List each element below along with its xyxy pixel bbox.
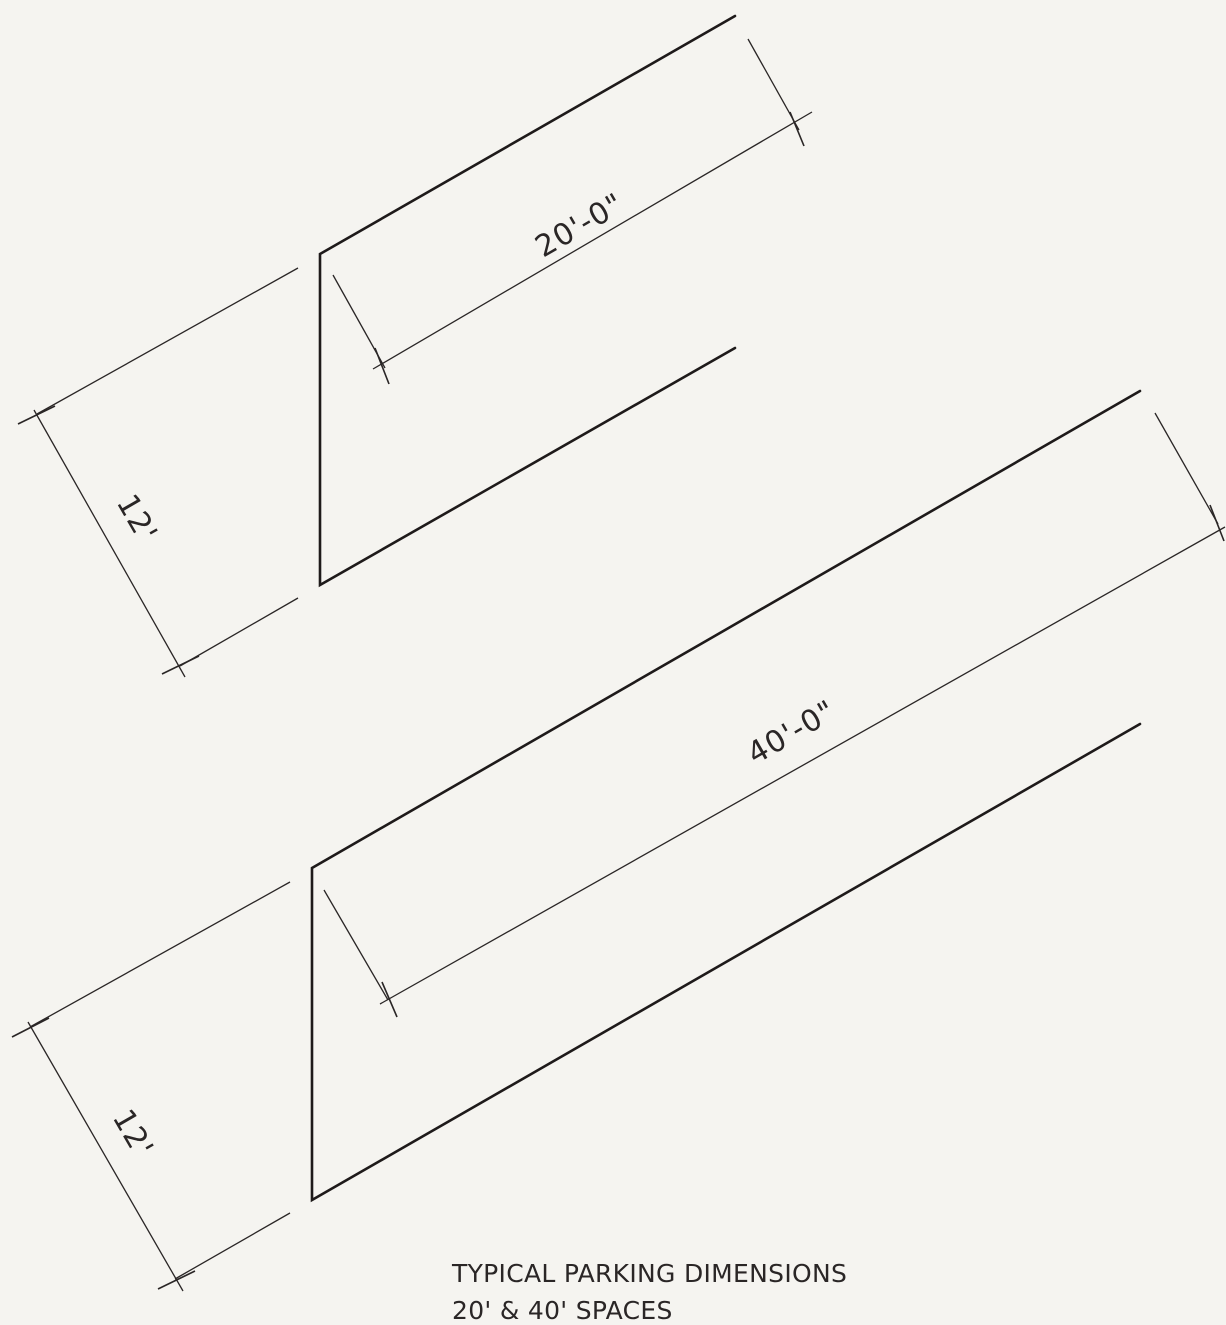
- dim-20-width-tick-bottom: [161, 655, 200, 675]
- stall-20-outline: [318, 14, 737, 588]
- dim-40-length-label: 40'-0": [742, 694, 843, 772]
- dim-40-width-line: [27, 1021, 184, 1292]
- dim-20-length-label: 20'-0": [530, 187, 631, 265]
- stall-20ft: 20'-0" 12': [17, 14, 813, 678]
- caption-subtitle: 20' & 40' SPACES: [452, 1296, 673, 1325]
- dim-40-width-tick-top: [11, 1017, 50, 1038]
- dim-40-width-tick-bottom: [157, 1270, 196, 1290]
- dim-40-extension-b: [1154, 412, 1219, 525]
- dim-20-tick-a: [374, 347, 390, 385]
- dim-20-tick-b: [789, 111, 805, 147]
- dim-40-width-label: 12': [105, 1104, 160, 1164]
- dim-20-width-label: 12': [109, 489, 164, 549]
- dim-40-width-ext-top: [29, 881, 291, 1028]
- dim-40-width-ext-bottom: [174, 1212, 291, 1280]
- dim-20-width-ext-bottom: [179, 597, 299, 667]
- stall-40-outline: [310, 389, 1142, 1203]
- dim-40-tick-b: [1209, 504, 1225, 542]
- dim-40-length-line: [379, 526, 1226, 1005]
- dim-40-extension-a: [323, 889, 389, 1001]
- dim-20-width-ext-top: [36, 267, 299, 415]
- dim-40-tick-a: [381, 981, 398, 1018]
- dim-20-width-line: [33, 409, 186, 678]
- dim-20-width-tick-top: [17, 405, 56, 425]
- dim-20-length-line: [372, 111, 813, 370]
- caption-title: TYPICAL PARKING DIMENSIONS: [452, 1259, 848, 1288]
- stall-40ft: 40'-0" 12': [11, 389, 1226, 1292]
